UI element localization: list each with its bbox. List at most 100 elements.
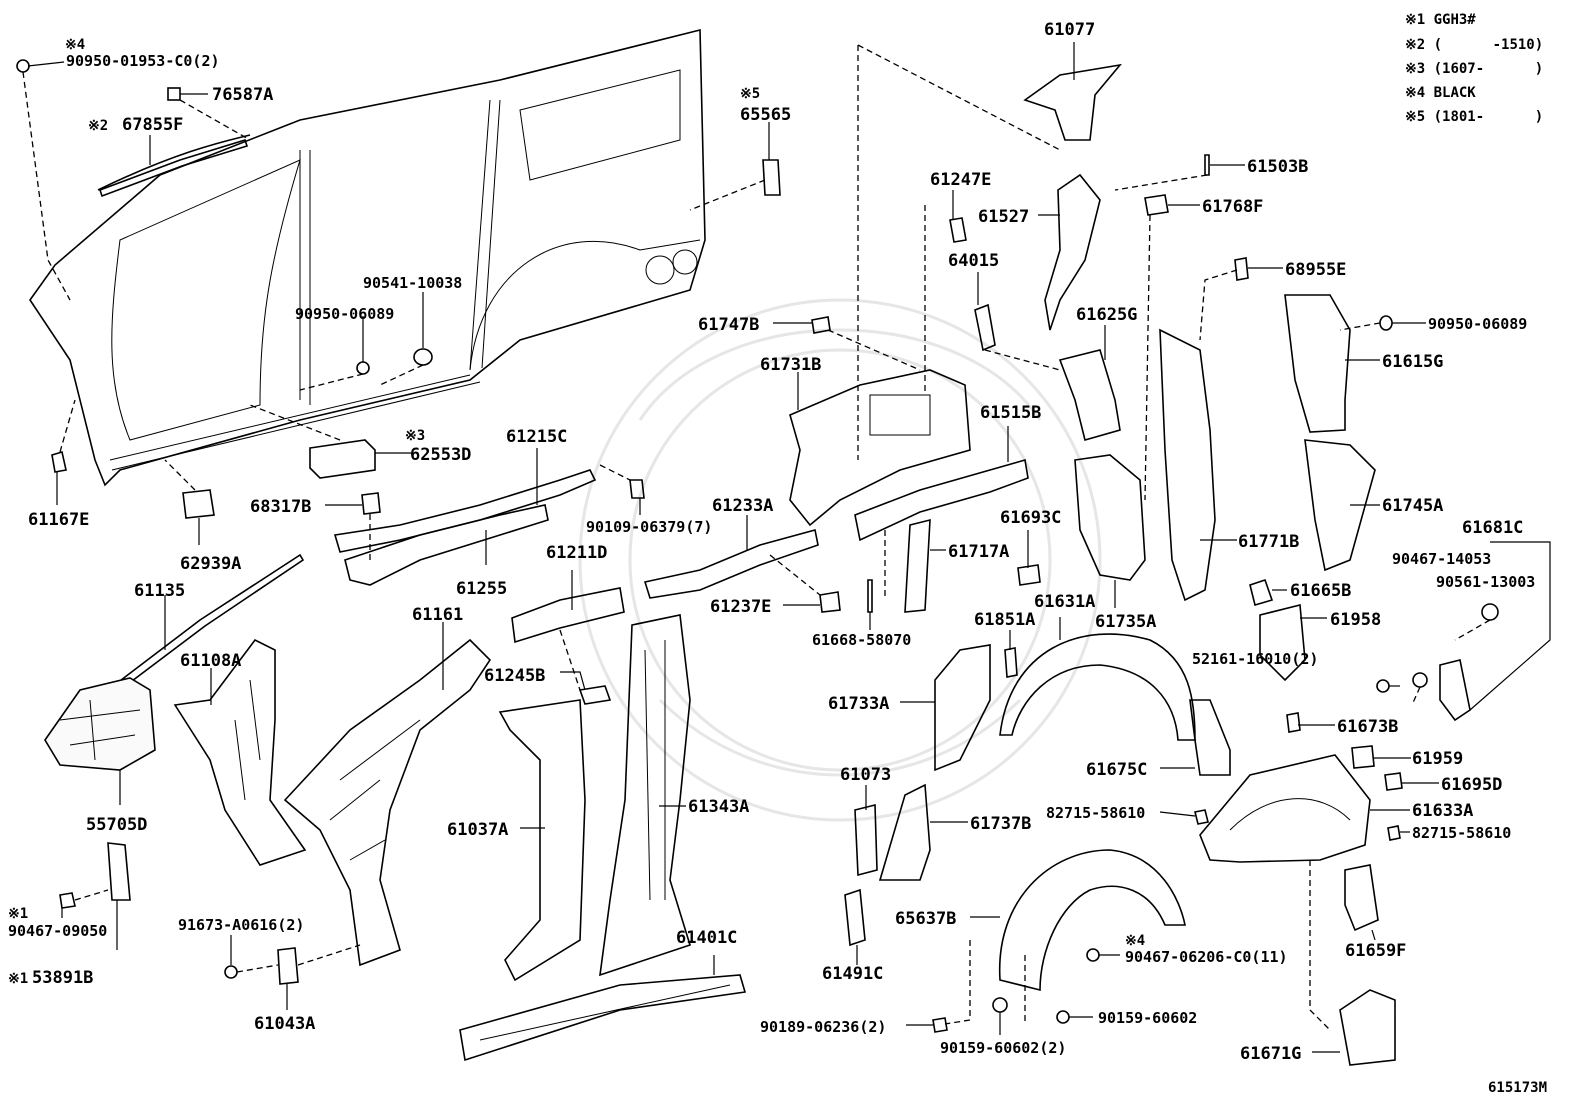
bracket-61768f-icon: [1144, 194, 1169, 216]
clip-61673b-icon: [1286, 712, 1301, 733]
label-90467-06206: 90467-06206-C0(11): [1125, 948, 1288, 966]
panel-61733a: [934, 644, 991, 772]
label-61161: 61161: [412, 605, 463, 625]
legend-note-2: ※2 ( -1510): [1405, 37, 1543, 53]
label-61043a: 61043A: [254, 1014, 315, 1034]
member-61233a: [643, 529, 819, 599]
note-marker-4: ※4: [65, 37, 85, 53]
label-61693c: 61693C: [1000, 508, 1061, 528]
label-61215c: 61215C: [506, 427, 567, 447]
clip-90467-06206-icon: [1086, 948, 1100, 962]
note-marker-2: ※2: [88, 118, 108, 134]
pillar-61037a: [498, 699, 586, 982]
clip-82715-icon: [1194, 809, 1209, 825]
label-61735a: 61735A: [1095, 612, 1156, 632]
label-90561-13003: 90561-13003: [1436, 573, 1535, 591]
cap-64015-icon: [974, 303, 996, 352]
cap-76587a-icon: [167, 87, 181, 101]
label-61745a: 61745A: [1382, 496, 1443, 516]
bracket-61958: [1259, 603, 1306, 682]
clip-90467-14053-icon: [1412, 672, 1428, 688]
label-61671g: 61671G: [1240, 1044, 1301, 1064]
label-61747b: 61747B: [698, 315, 759, 335]
label-61681c: 61681C: [1462, 518, 1523, 538]
legend: ※1 GGH3# ※2 ( -1510) ※3 (1607- ) ※4 BLAC…: [1405, 12, 1543, 125]
clip-61747b-icon: [811, 316, 831, 334]
label-61135: 61135: [134, 581, 185, 601]
note-marker-4b: ※4: [1125, 933, 1145, 949]
clip-90467-09050-icon: [59, 892, 76, 909]
label-61768f: 61768F: [1202, 197, 1263, 217]
label-61659f: 61659F: [1345, 941, 1406, 961]
bracket-61851a-icon: [1004, 647, 1018, 678]
legend-note-5: ※5 (1801- ): [1405, 109, 1543, 125]
nut-90561-13003-icon: [1481, 603, 1499, 621]
label-61851a: 61851A: [974, 610, 1035, 630]
bracket-61659f: [1344, 864, 1379, 932]
nut-90159-icon: [992, 997, 1008, 1013]
label-90159-b: 90159-60602(2): [940, 1039, 1066, 1057]
plug-90950-06089-icon-2: [1379, 315, 1393, 331]
member-61515b: [854, 458, 1029, 542]
clip-90159-icon: [1056, 1010, 1070, 1024]
pad-62939a: [182, 489, 215, 519]
clip-90950-01953-icon: [16, 59, 30, 73]
panel-61735a: [1074, 454, 1146, 581]
label-90541-10038: 90541-10038: [363, 274, 462, 292]
label-61503b: 61503B: [1247, 157, 1308, 177]
label-61695d: 61695D: [1441, 775, 1502, 795]
bolt-90109-icon: [629, 479, 645, 499]
label-90189: 90189-06236(2): [760, 1018, 886, 1036]
rocker-61401c: [459, 974, 747, 1062]
label-68955e: 68955E: [1285, 260, 1346, 280]
label-65637b: 65637B: [895, 909, 956, 929]
watermark-emblem: [578, 298, 1102, 822]
pad-62553d: [309, 439, 376, 479]
label-55705d: 55705D: [86, 815, 147, 835]
bracket-61077: [1023, 63, 1122, 141]
label-61958: 61958: [1330, 610, 1381, 630]
panel-61731b: [789, 369, 971, 527]
member-61215c: [333, 469, 597, 553]
label-61615g: 61615G: [1382, 352, 1443, 372]
bracket-61665b-icon: [1249, 578, 1274, 607]
pillar-61161: [283, 638, 492, 967]
liner-61633a: [1199, 754, 1371, 863]
label-61247e: 61247E: [930, 170, 991, 190]
label-61633a: 61633A: [1412, 801, 1473, 821]
label-61717a: 61717A: [948, 542, 1009, 562]
label-61733a: 61733A: [828, 694, 889, 714]
liner-65637b: [998, 849, 1186, 992]
bracket-61675c: [1189, 699, 1231, 776]
bracket-61245b-icon: [578, 685, 612, 705]
label-61731b: 61731B: [760, 355, 821, 375]
bracket-61717a: [904, 518, 931, 613]
bracket-61043a-icon: [277, 947, 299, 985]
diagram-id: 615173M: [1488, 1080, 1547, 1096]
legend-note-1: ※1 GGH3#: [1405, 12, 1476, 28]
label-90109: 90109-06379(7): [586, 518, 712, 536]
panel-61745a: [1304, 439, 1376, 572]
legend-note-3: ※3 (1607- ): [1405, 61, 1543, 77]
member-61255: [344, 504, 549, 586]
label-68317b: 68317B: [250, 497, 311, 517]
plug-90950-06089-icon: [356, 361, 370, 375]
pillar-61343a: [599, 614, 691, 977]
bracket-61693c-icon: [1017, 564, 1041, 586]
label-90950-06089-b: 90950-06089: [1428, 315, 1527, 333]
label-62553d: 62553D: [410, 445, 471, 465]
label-61211d: 61211D: [546, 543, 607, 563]
label-61625g: 61625G: [1076, 305, 1137, 325]
label-61237e: 61237E: [710, 597, 771, 617]
bolt-90189-icon: [932, 1017, 948, 1033]
bracket-65565-icon: [762, 159, 781, 196]
note-marker-5: ※5: [740, 86, 760, 102]
label-61077: 61077: [1044, 20, 1095, 40]
label-61959: 61959: [1412, 749, 1463, 769]
pillar-61771b: [1159, 328, 1216, 602]
bracket-61681c: [1439, 659, 1471, 722]
bracket-61073: [854, 803, 878, 877]
label-62939a: 62939A: [180, 554, 241, 574]
bracket-68317b-icon: [361, 492, 381, 515]
